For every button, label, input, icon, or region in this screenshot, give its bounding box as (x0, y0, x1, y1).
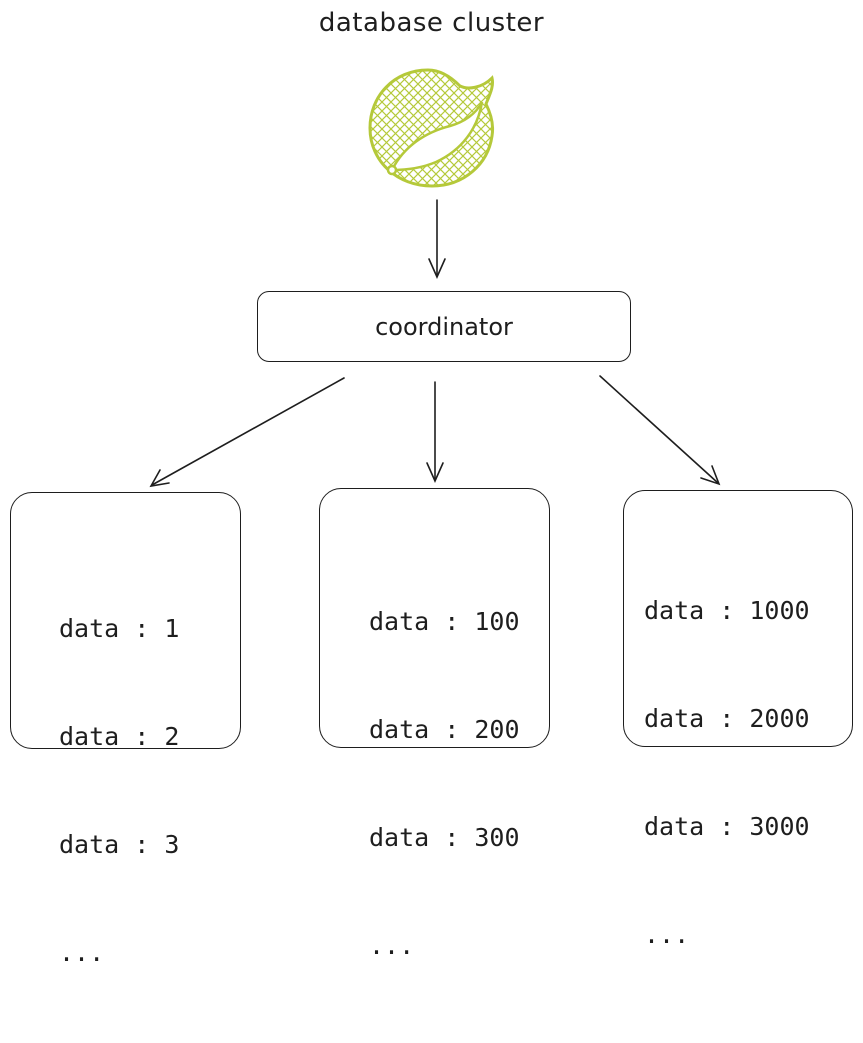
data-entry: data : 100 (369, 607, 520, 636)
data-entry: data : 2 (59, 722, 180, 751)
arrow-coordinator-to-node-3 (599, 375, 719, 484)
arrow-coordinator-to-node-1 (151, 377, 345, 486)
connector-arrows (149, 199, 721, 488)
data-node-3: data : 1000 data : 2000 data : 3000 ... (623, 490, 853, 949)
ellipsis: ... (644, 920, 690, 949)
data-entry: data : 300 (369, 823, 520, 852)
data-entry: data : 2000 (644, 704, 810, 733)
diagram-title: database cluster (318, 8, 545, 38)
spring-leaf-icon (368, 68, 494, 188)
coordinator-box: coordinator (257, 291, 631, 362)
data-entry: data : 1 (59, 614, 180, 643)
data-entry: data : 3 (59, 830, 180, 859)
data-node-2: data : 100 data : 200 data : 300 ... (319, 488, 550, 960)
data-entry: data : 1000 (644, 596, 810, 625)
data-node-1: data : 1 data : 2 data : 3 ... (10, 492, 241, 967)
data-entry: data : 200 (369, 715, 520, 744)
ellipsis: ... (59, 938, 105, 967)
data-entry: data : 3000 (644, 812, 810, 841)
coordinator-label: coordinator (375, 312, 513, 341)
ellipsis: ... (369, 931, 415, 960)
